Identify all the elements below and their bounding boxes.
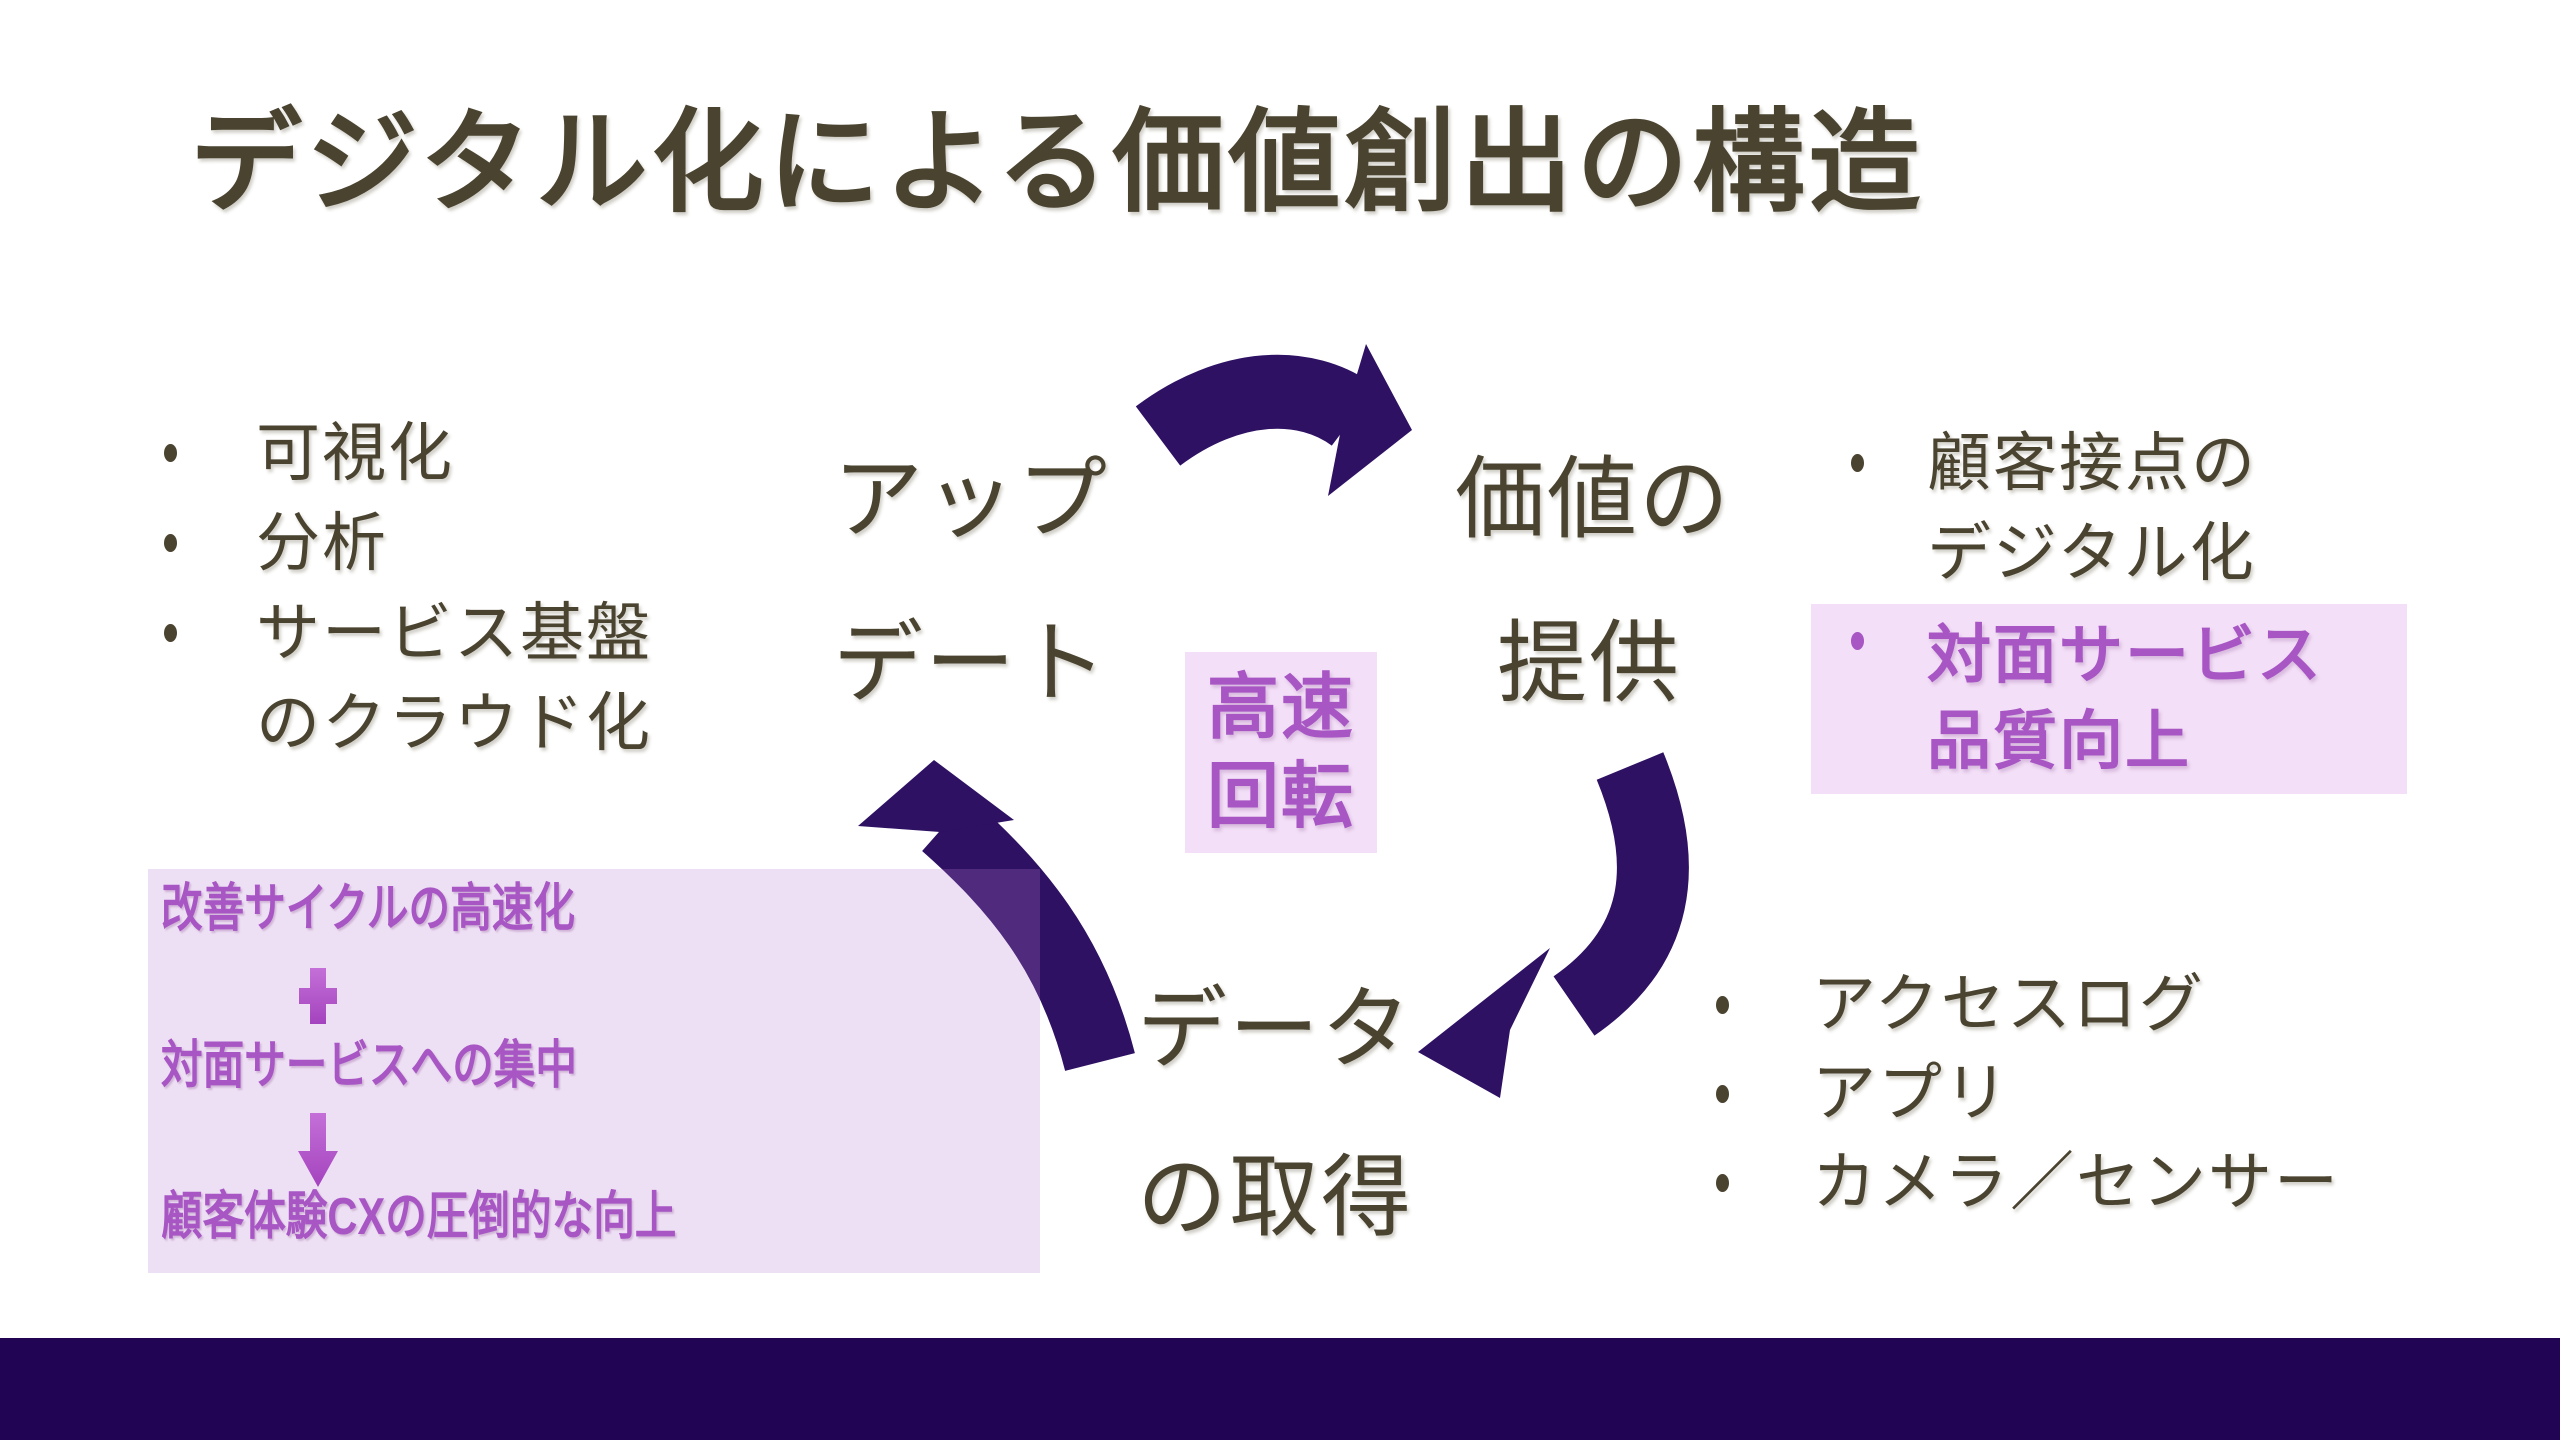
bullet-icon — [1716, 996, 1729, 1014]
curved-arrow-down-left-icon — [1418, 752, 1689, 1098]
cycle-node-update-line2: デート — [833, 614, 1109, 714]
list-item: アプリ — [1712, 1049, 2512, 1138]
cycle-node-data: データ の取得 — [1137, 946, 1413, 1282]
bottom-right-bullet-list: アクセスログ アプリ カメラ／センサー — [1712, 960, 2512, 1227]
bullet-icon — [1716, 1085, 1729, 1103]
down-arrow-icon — [298, 1113, 338, 1187]
cycle-node-update-line1: アップ — [833, 450, 1109, 550]
slide-title: デジタル化による価値創出の構造 — [190, 100, 1925, 225]
cycle-node-value: 価値の 提供 — [1455, 418, 1731, 746]
cycle-node-data-line1: データ — [1137, 980, 1413, 1080]
cycle-node-data-line2: の取得 — [1137, 1148, 1413, 1248]
result-line-1: 改善サイクルの高速化 — [161, 880, 575, 938]
right-bullet-list: 顧客接点の デジタル化 対面サービス 品質向上 — [1811, 418, 2407, 794]
cycle-node-value-line1: 価値の — [1455, 450, 1731, 550]
bullet-icon — [164, 534, 177, 552]
result-line-3: 顧客体験CXの圧倒的な向上 — [161, 1188, 677, 1246]
bullet-icon — [164, 624, 177, 642]
bullet-icon — [1851, 454, 1864, 472]
cycle-node-value-line2: 提供 — [1497, 614, 1681, 714]
bullet-icon — [1716, 1174, 1729, 1192]
center-badge-line2: 回転 — [1206, 756, 1355, 837]
plus-icon — [299, 968, 337, 1024]
list-item: アクセスログ — [1712, 960, 2512, 1049]
left-bullet-list: 可視化 分析 サービス基盤 のクラウド化 — [160, 408, 820, 768]
list-item: 可視化 — [160, 408, 820, 498]
list-item-highlighted: 対面サービス 品質向上 — [1811, 604, 2407, 794]
result-box: 改善サイクルの高速化 対面サービスへの集中 顧客体験CXの圧倒的な向上 — [148, 869, 1040, 1273]
result-line-2: 対面サービスへの集中 — [161, 1037, 578, 1095]
bullet-icon — [164, 444, 177, 462]
list-item: 顧客接点の デジタル化 — [1811, 418, 2407, 598]
curved-arrow-up-icon — [858, 760, 1135, 1072]
list-item: サービス基盤 のクラウド化 — [160, 588, 820, 768]
list-item: 分析 — [160, 498, 820, 588]
center-badge-line1: 高速 — [1206, 667, 1355, 748]
cycle-node-update: アップ デート — [833, 418, 1109, 746]
bottom-accent-bar — [0, 1338, 2560, 1440]
curved-arrow-right-icon — [1135, 344, 1412, 496]
list-item: カメラ／センサー — [1712, 1138, 2512, 1227]
center-badge: 高速 回転 — [1185, 652, 1377, 853]
bullet-icon — [1851, 632, 1864, 650]
